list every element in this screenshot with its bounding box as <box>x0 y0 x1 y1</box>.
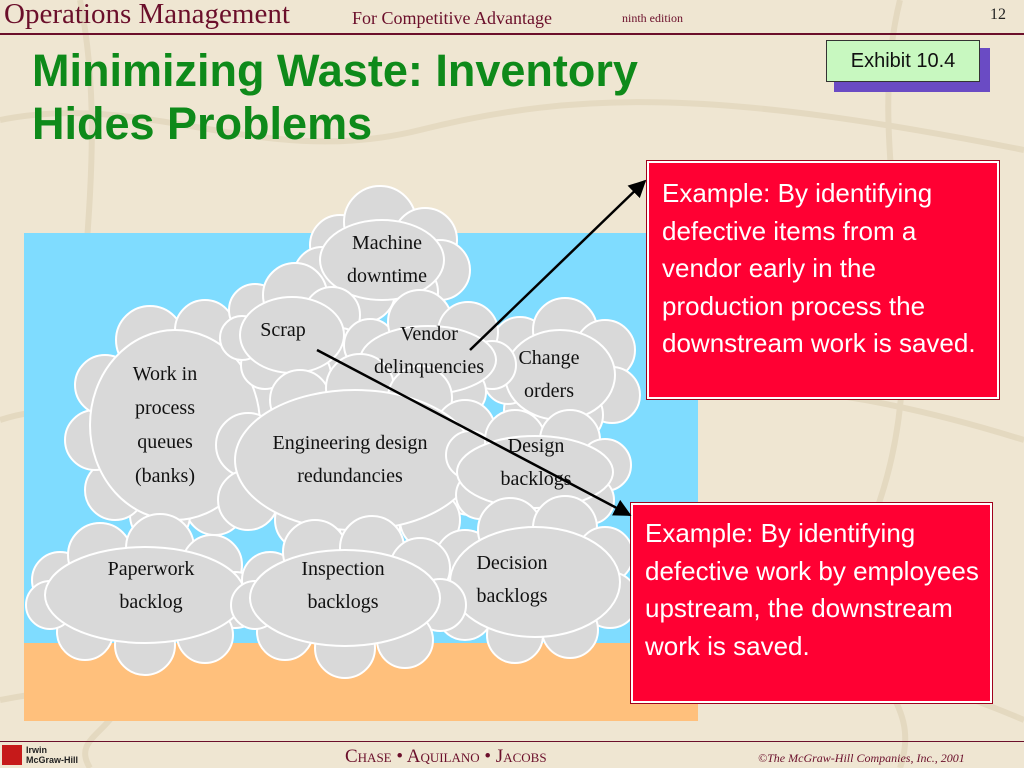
publisher-logo: Irwin McGraw-Hill <box>2 745 96 765</box>
publisher-logo-text: Irwin McGraw-Hill <box>26 745 78 765</box>
exhibit-label: Exhibit 10.4 <box>826 40 980 82</box>
cloud-label-paperwork-backlog: Paperwork backlog <box>108 553 195 619</box>
cloud-label-line: (banks) <box>135 465 195 487</box>
cloud-label-line: Design <box>507 435 565 457</box>
cloud-label-machine-downtime: Machine downtime <box>347 227 427 293</box>
cloud-label-vendor-delinquencies: Vendor delinquencies <box>374 318 484 384</box>
book-title: Operations Management <box>4 0 290 30</box>
cloud-label-line: backlogs <box>307 591 379 613</box>
cloud-label-line: orders <box>524 380 574 402</box>
cloud-label-line: Work in <box>132 363 198 385</box>
publisher-logo-mark <box>2 745 22 765</box>
cloud-label-scrap: Scrap <box>260 314 306 347</box>
cloud-label-line: Engineering design <box>272 432 428 454</box>
publisher-line-1: Irwin <box>26 745 48 755</box>
callout-employee-example: Example: By identifying defective work b… <box>630 502 993 704</box>
cloud-inspection-backlogs <box>230 515 467 679</box>
callout-vendor-example: Example: By identifying defective items … <box>646 160 1000 400</box>
book-subtitle: For Competitive Advantage <box>352 8 552 28</box>
cloud-label-line: Decision <box>476 552 548 574</box>
cloud-design-backlogs <box>445 409 632 537</box>
cloud-label-line: Paperwork <box>107 558 195 580</box>
cloud-label-line: Inspection <box>301 558 385 580</box>
cloud-label-line: Vendor <box>400 323 458 345</box>
publisher-line-2: McGraw-Hill <box>26 755 79 765</box>
cloud-label-line: Change <box>518 347 580 369</box>
cloud-label-line: process <box>135 397 195 419</box>
cloud-label-engineering-design: Engineering design redundancies <box>273 427 428 493</box>
cloud-label-decision-backlogs: Decision backlogs <box>476 547 547 613</box>
cloud-label-work-in-process: Work in process queues (banks) <box>133 357 198 493</box>
footer-divider <box>0 741 1024 742</box>
footer-copyright: ©The McGraw-Hill Companies, Inc., 2001 <box>758 751 965 765</box>
cloud-decision-backlogs <box>434 495 639 664</box>
cloud-label-line: delinquencies <box>374 356 484 378</box>
footer-authors: Chase • Aquilano • Jacobs <box>345 746 547 767</box>
cloud-label-line: redundancies <box>297 465 403 487</box>
arrow-to-employee-callout <box>316 348 632 517</box>
cloud-label-line: Scrap <box>260 319 306 341</box>
cloud-paperwork-backlog <box>25 513 264 676</box>
cloud-label-inspection-backlogs: Inspection backlogs <box>301 553 384 619</box>
edition-label: ninth edition <box>622 11 683 25</box>
slide-title: Minimizing Waste: Inventory Hides Proble… <box>32 44 792 150</box>
cloud-scrap <box>219 262 365 402</box>
cloud-label-line: Machine <box>352 232 422 254</box>
cloud-label-line: downtime <box>347 265 427 287</box>
page-number: 12 <box>990 6 1006 23</box>
slide-header: Operations Management For Competitive Ad… <box>0 0 1024 35</box>
slide-title-line-2: Hides Problems <box>32 98 373 149</box>
cloud-label-line: backlog <box>119 591 183 613</box>
arrow-to-vendor-callout <box>469 179 647 351</box>
header-divider <box>0 33 1024 35</box>
cloud-label-line: queues <box>137 431 193 453</box>
cloud-label-change-orders: Change orders <box>518 342 579 408</box>
cloud-label-line: backlogs <box>476 585 548 607</box>
slide-title-line-1: Minimizing Waste: Inventory <box>32 45 638 96</box>
